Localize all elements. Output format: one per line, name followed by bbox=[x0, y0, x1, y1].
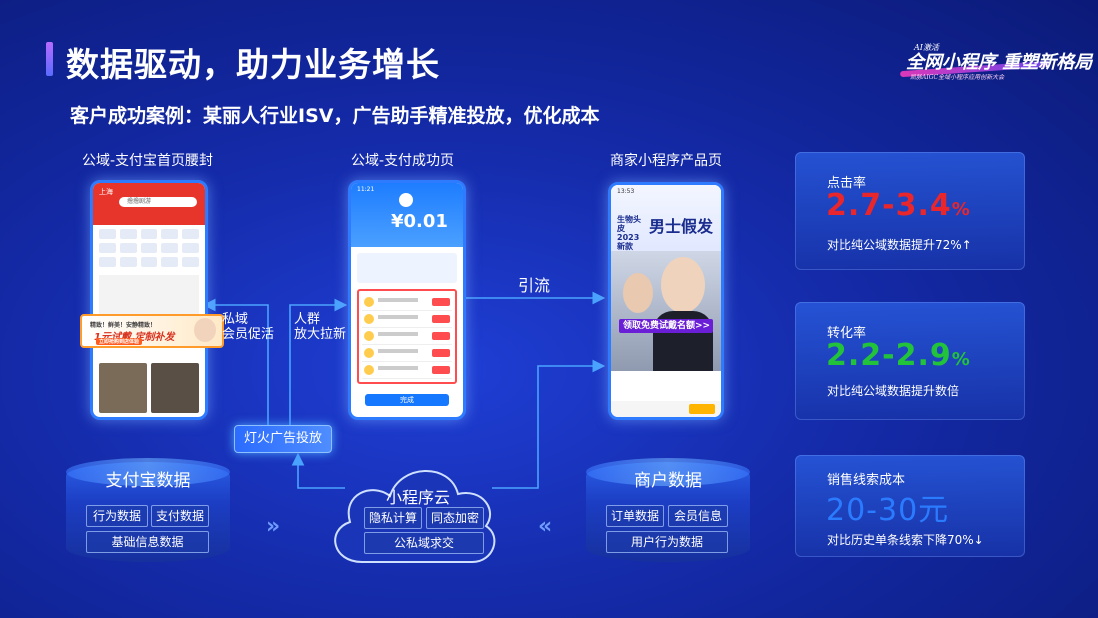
page-title: 数据驱动，助力业务增长 bbox=[66, 45, 440, 84]
chip-homomorphic-encryption: 同态加密 bbox=[426, 507, 484, 529]
metric-card-cvr: 转化率 2.2-2.9% 对比纯公域数据提升数倍 bbox=[795, 302, 1025, 420]
chip-basic-info-data: 基础信息数据 bbox=[86, 531, 209, 553]
logo-main: 全网小程序 重塑新格局 bbox=[906, 52, 1093, 73]
arrow-cloud-to-ad bbox=[291, 452, 345, 489]
metric-label: 转化率 bbox=[827, 326, 867, 341]
banner-main-text: 1元试戴 定制补发 bbox=[94, 332, 175, 343]
chip-order-data: 订单数据 bbox=[606, 505, 664, 527]
metric-value: 2.7-3.4% bbox=[826, 188, 971, 223]
alipay-app-grid bbox=[93, 225, 205, 271]
cloud-title: 小程序云 bbox=[386, 488, 451, 507]
arrow-cloud-to-phone3 bbox=[492, 359, 606, 489]
metric-label: 点击率 bbox=[827, 176, 867, 191]
payment-benefit-list bbox=[357, 289, 457, 384]
metric-card-lead-cost: 销售线索成本 20-30元 对比历史单条线索下降70%↓ bbox=[795, 455, 1025, 557]
merchant-data-store-top bbox=[586, 458, 750, 486]
banner-small-text: 精致！鲜美！安静精致！ bbox=[90, 322, 157, 329]
ad-placement-button[interactable]: 灯火广告投放 bbox=[234, 425, 332, 453]
alipay-feed-block bbox=[99, 275, 199, 315]
title-accent-bar bbox=[46, 42, 53, 76]
apply-trial-button[interactable] bbox=[689, 404, 715, 414]
chip-user-behavior-data: 用户行为数据 bbox=[606, 531, 728, 553]
metric-value: 2.2-2.9% bbox=[826, 338, 971, 373]
product-brand-line: 生物头皮 2023新款 bbox=[617, 215, 641, 251]
chevron-right-icon: ›› bbox=[266, 514, 280, 539]
chip-behavior-data: 行为数据 bbox=[86, 505, 148, 527]
chip-domain-intersection: 公私域求交 bbox=[364, 532, 484, 554]
metric-desc: 对比历史单条线索下降70%↓ bbox=[827, 533, 984, 547]
metric-desc: 对比纯公域数据提升数倍 bbox=[827, 384, 960, 398]
chevron-left-icon: ‹‹ bbox=[538, 514, 552, 539]
alipay-header: 上海 撸撸剧游 bbox=[93, 183, 205, 225]
alipay-video-row bbox=[99, 363, 199, 413]
merchant-data-title: 商户数据 bbox=[634, 471, 702, 491]
payment-amount: ¥0.01 bbox=[391, 211, 448, 232]
phone-merchant-product: 13:53 生物头皮 2023新款 男士假发 领取免费试戴名额>> bbox=[608, 182, 724, 420]
payment-done-button[interactable]: 完成 bbox=[365, 394, 449, 406]
metric-value: 20-30元 bbox=[826, 493, 950, 528]
success-check-icon bbox=[399, 193, 413, 207]
phone-payment-success: 11:21 ¥0.01 完成 bbox=[348, 180, 466, 420]
private-domain-label: 私域 会员促活 bbox=[222, 312, 275, 342]
logo-tag: AI激活 bbox=[914, 43, 939, 52]
metric-card-ctr: 点击率 2.7-3.4% 对比纯公域数据提升72%↑ bbox=[795, 152, 1025, 270]
chip-payment-data: 支付数据 bbox=[151, 505, 209, 527]
free-trial-cta[interactable]: 领取免费试戴名额>> bbox=[619, 319, 713, 333]
event-logo: AI激活 全网小程序 重塑新格局 凯脉AIGC全域小程序应用创新大会 bbox=[899, 42, 1092, 82]
arrow-crowd bbox=[289, 298, 348, 425]
product-footer bbox=[611, 401, 721, 417]
page-subtitle: 客户成功案例：某丽人行业ISV，广告助手精准投放，优化成本 bbox=[70, 105, 600, 127]
banner-model-image bbox=[194, 318, 216, 342]
alipay-search-bar: 撸撸剧游 bbox=[119, 197, 197, 207]
phone1-label: 公域-支付宝首页腰封 bbox=[82, 153, 214, 169]
chip-member-info: 会员信息 bbox=[668, 505, 728, 527]
chip-privacy-computing: 隐私计算 bbox=[364, 507, 422, 529]
banner-cta: 立即抢购到店体验 bbox=[96, 338, 143, 345]
status-time: 11:21 bbox=[357, 186, 375, 193]
metric-label: 销售线索成本 bbox=[827, 473, 906, 488]
alipay-waist-banner[interactable]: 精致！鲜美！安静精致！ 1元试戴 定制补发 立即抢购到店体验 bbox=[80, 314, 224, 348]
city-label: 上海 bbox=[99, 188, 113, 196]
crowd-expand-label: 人群 放大拉新 bbox=[294, 312, 347, 342]
payment-header: 11:21 ¥0.01 bbox=[351, 183, 463, 247]
arrow-private bbox=[202, 298, 269, 425]
alipay-data-title: 支付宝数据 bbox=[105, 471, 191, 491]
product-headline: 男士假发 bbox=[649, 217, 714, 236]
phone2-label: 公域-支付成功页 bbox=[351, 153, 455, 169]
status-time: 13:53 bbox=[617, 188, 635, 195]
phone-alipay-home: 上海 撸撸剧游 bbox=[90, 180, 208, 420]
product-header: 13:53 生物头皮 2023新款 男士假发 bbox=[611, 185, 721, 251]
logo-small: 凯脉AIGC全域小程序应用创新大会 bbox=[910, 74, 1005, 81]
metric-desc: 对比纯公域数据提升72%↑ bbox=[827, 238, 972, 252]
traffic-label: 引流 bbox=[518, 276, 551, 295]
product-model-image bbox=[611, 251, 721, 371]
phone3-label: 商家小程序产品页 bbox=[610, 153, 722, 169]
campus-card bbox=[357, 253, 457, 283]
alipay-data-store-top bbox=[66, 458, 230, 486]
